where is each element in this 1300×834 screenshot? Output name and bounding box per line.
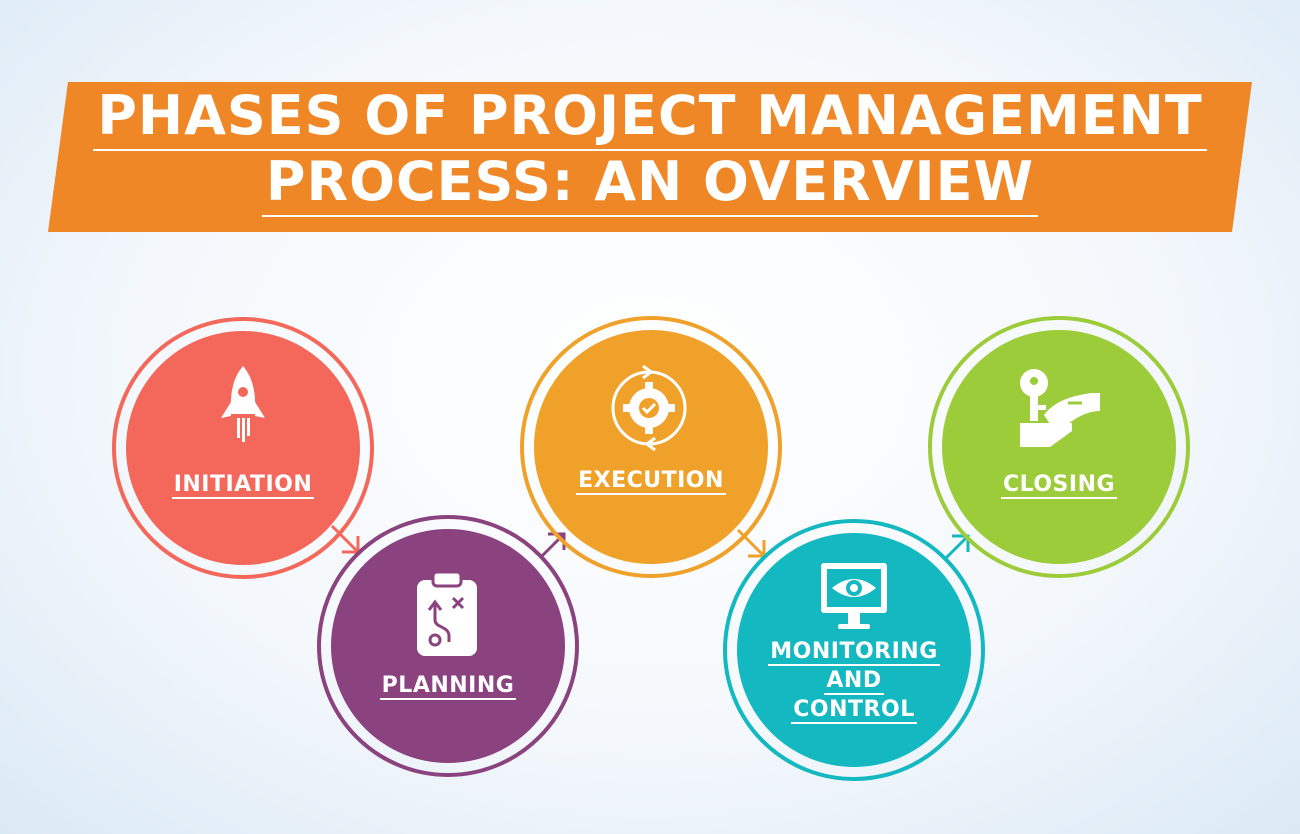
closing-ring [928, 316, 1190, 578]
title-line-1: PHASES OF PROJECT MANAGEMENT [0, 84, 1300, 151]
execution-label: EXECUTION [576, 468, 726, 495]
closing-circle [942, 330, 1176, 564]
closing-label: CLOSING [1000, 472, 1118, 499]
initiation-label: INITIATION [171, 472, 315, 499]
initiation-ring [112, 317, 374, 579]
title-banner [48, 82, 1252, 232]
monitoring-ring [723, 519, 985, 781]
gear-cycle-icon [611, 364, 687, 452]
key-hand-icon [1020, 369, 1100, 447]
title-line-2: PROCESS: AN OVERVIEW [0, 150, 1300, 217]
execution-ring [520, 316, 782, 578]
planning-ring [317, 515, 579, 777]
monitor-eye-icon [821, 563, 887, 629]
monitoring-label: MONITORING AND CONTROL [768, 639, 940, 724]
planning-label: PLANNING [379, 673, 517, 700]
rocket-icon [221, 366, 265, 442]
clipboard-strategy-icon [417, 570, 477, 656]
